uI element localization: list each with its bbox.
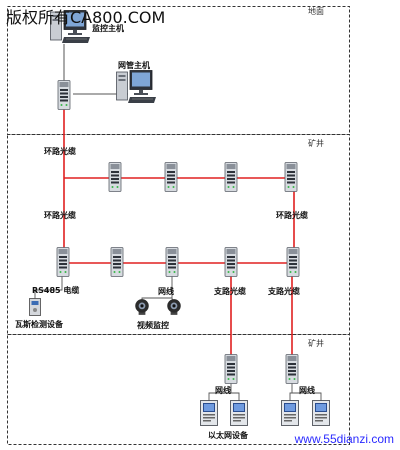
zone-mine-upper-label: 矿井 — [308, 139, 324, 148]
dome-camera-2-icon — [167, 299, 181, 315]
ring-switch-bottom-2-icon — [110, 247, 124, 277]
net-cable-left-label: 网线 — [215, 386, 231, 395]
zone-borders — [7, 6, 350, 445]
video-monitor-label: 视频监控 — [137, 321, 169, 330]
ethernet-terminal-4-icon — [312, 400, 330, 426]
gas-detector-icon — [29, 298, 41, 316]
ring-switch-bottom-3-icon — [165, 247, 179, 277]
ring-cable-top-label: 环路光缆 — [44, 147, 76, 156]
ring-switch-top-2-icon — [164, 162, 178, 192]
nms-host-label: 网管主机 — [118, 61, 150, 70]
branch-switch-2-icon — [285, 354, 299, 384]
zone-mine-lower-label: 矿井 — [308, 339, 324, 348]
net-cable-camera-label: 网线 — [158, 287, 174, 296]
cable-term-left — [208, 380, 240, 402]
mine-lower-zone-border — [7, 334, 350, 445]
nms-host-computer-icon — [116, 70, 157, 104]
fiber-top-ring — [64, 177, 295, 253]
branch-cable-2-label: 支路光缆 — [268, 287, 300, 296]
branch-switch-1-icon — [224, 354, 238, 384]
ring-switch-bottom-1-icon — [56, 247, 70, 277]
ring-switch-top-4-icon — [284, 162, 298, 192]
ethernet-terminal-1-icon — [200, 400, 218, 426]
monitor-host-label: 监控主机 — [92, 24, 124, 33]
gas-detector-label: 瓦斯检测设备 — [15, 320, 63, 329]
cable-rs485 — [34, 276, 63, 305]
ring-cable-left-label: 环路光缆 — [44, 211, 76, 220]
rs485-cable-label: RS485 电缆 — [32, 286, 80, 295]
dome-camera-1-icon — [135, 299, 149, 315]
ethernet-devices-label: 以太网设备 — [208, 431, 248, 440]
ring-cable-right-label: 环路光缆 — [276, 211, 308, 220]
cable-term-right — [289, 380, 322, 402]
zone-surface-label: 地面 — [308, 7, 324, 16]
ring-switch-bottom-5-icon — [286, 247, 300, 277]
fiber-links — [63, 105, 295, 362]
ring-switch-top-1-icon — [108, 162, 122, 192]
ethernet-terminal-2-icon — [230, 400, 248, 426]
ring-switch-bottom-4-icon — [224, 247, 238, 277]
watermark-top: 版权所有CA800.COM — [6, 8, 166, 27]
net-cable-right-label: 网线 — [299, 386, 315, 395]
ethernet-terminal-3-icon — [281, 400, 299, 426]
core-switch-icon — [57, 80, 71, 110]
branch-cable-1-label: 支路光缆 — [214, 287, 246, 296]
watermark-bottom: www.55dianzi.com — [294, 432, 394, 446]
ring-switch-top-3-icon — [224, 162, 238, 192]
